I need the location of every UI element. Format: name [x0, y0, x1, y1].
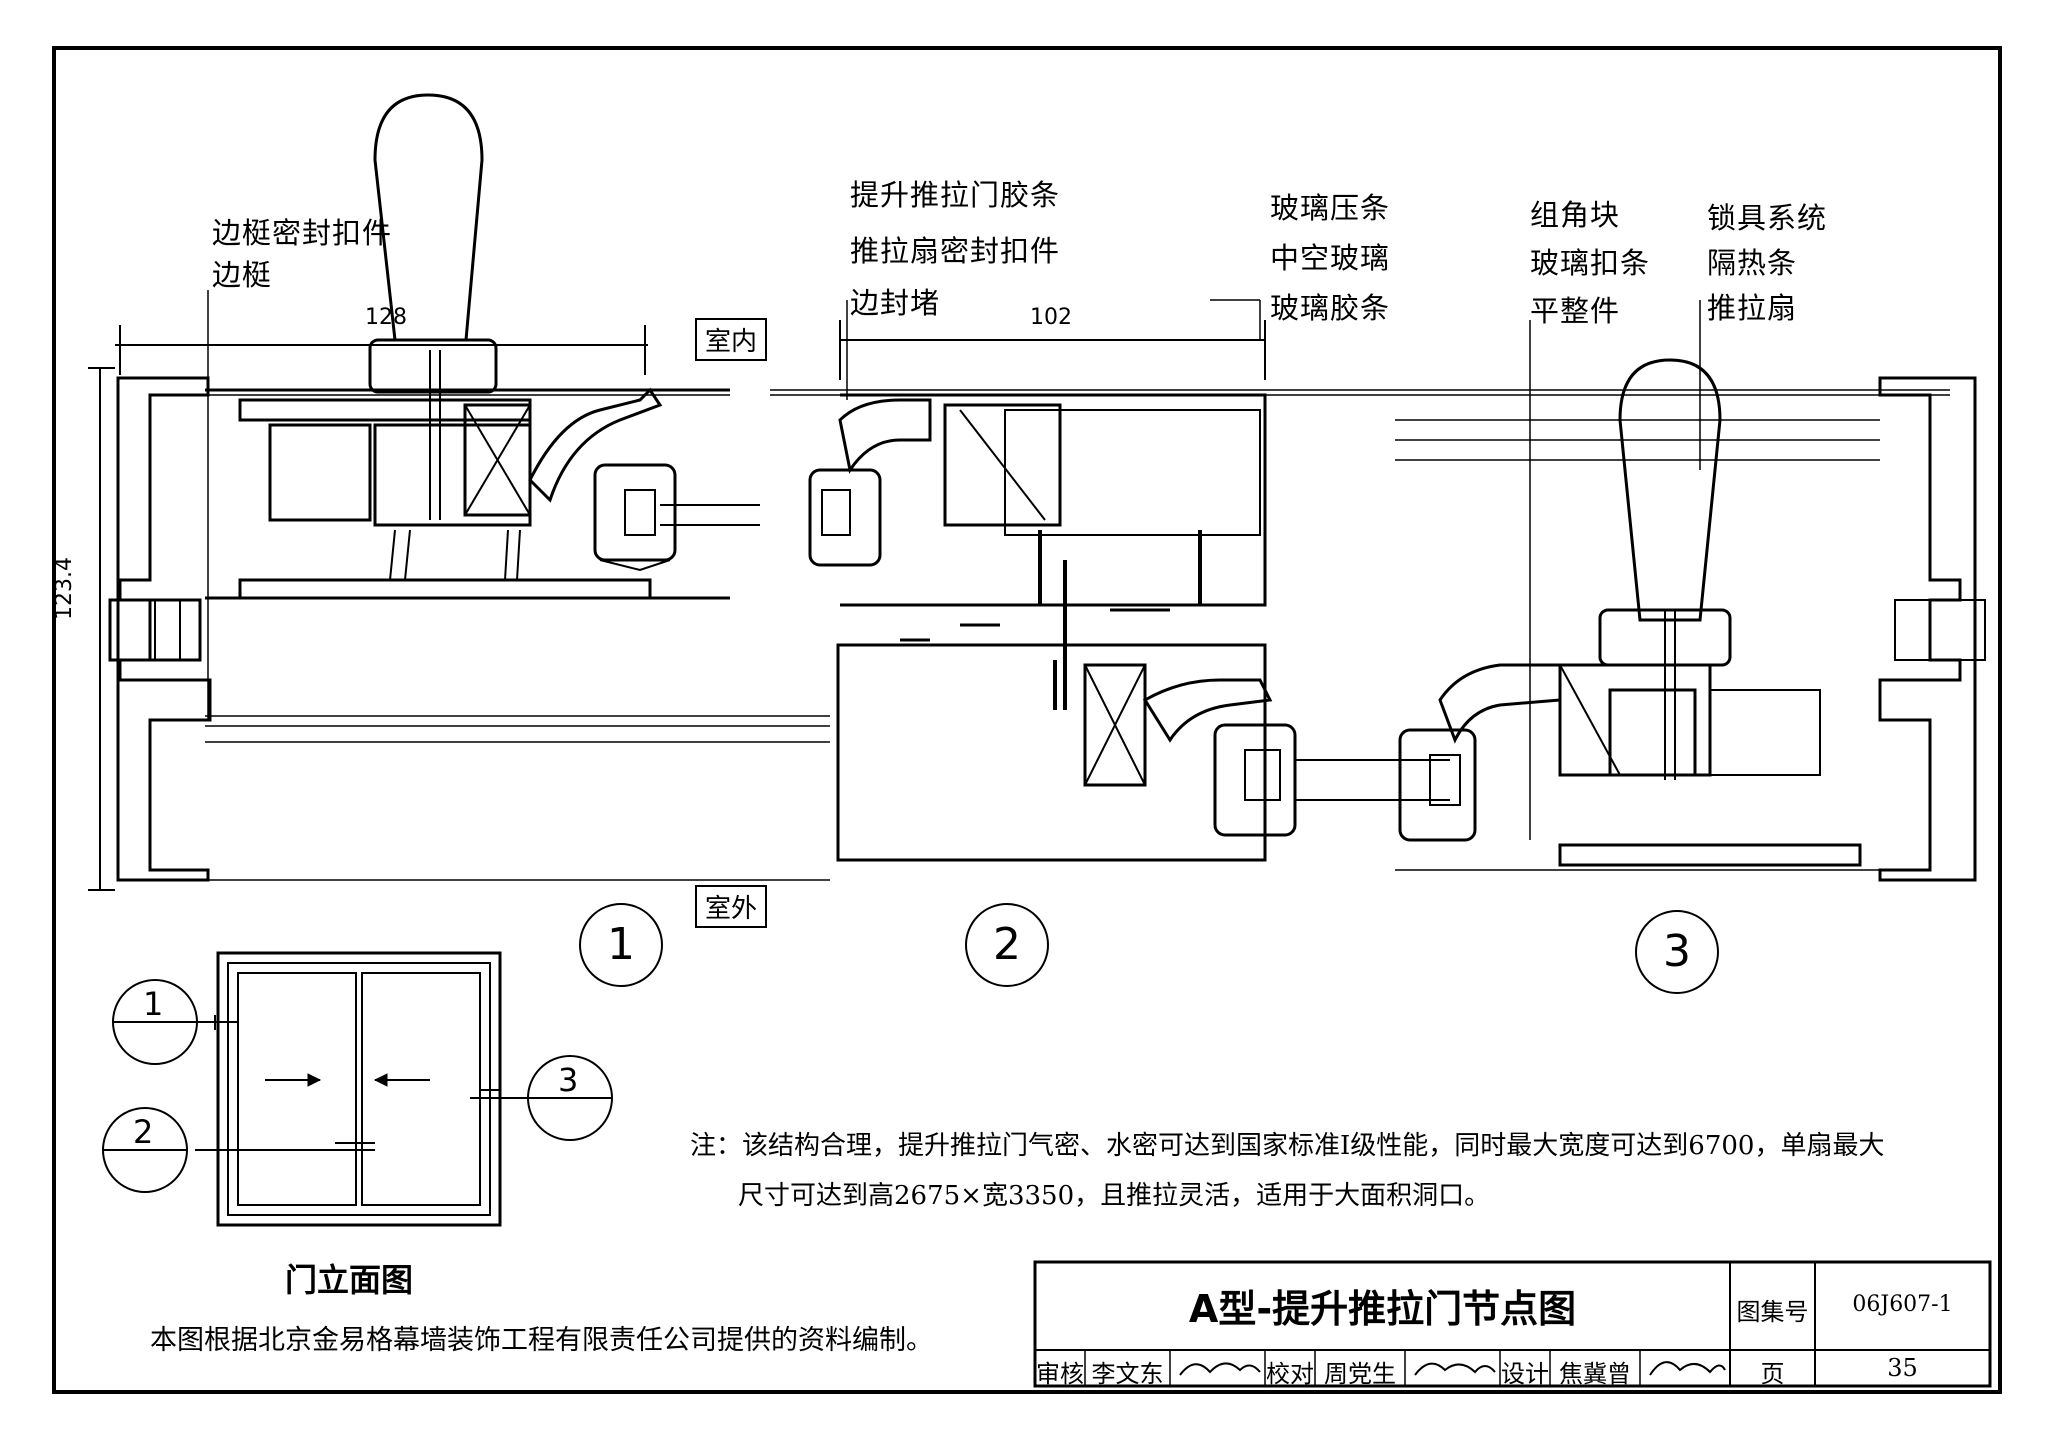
- atlas-label: 图集号: [1736, 1298, 1809, 1326]
- dimension-123-4: 123.4: [52, 557, 77, 620]
- elevation-ref-3: 3: [558, 1061, 579, 1099]
- label-edge-plug: 边封堵: [850, 286, 941, 320]
- label-glass-bead: 玻璃压条: [1270, 191, 1391, 225]
- elevation-ref-1: 1: [143, 985, 164, 1023]
- dimension-102: 102: [1030, 305, 1072, 330]
- label-bianting: 边梃: [212, 258, 273, 292]
- review-label: 审核: [1036, 1360, 1084, 1388]
- note-line-2: 尺寸可达到高2675×宽3350，且推拉灵活，适用于大面积洞口。: [738, 1181, 1491, 1211]
- page-label: 页: [1760, 1360, 1785, 1388]
- node-circle-3: 3: [1635, 910, 1719, 994]
- label-sash-seal: 推拉扇密封扣件: [850, 234, 1061, 268]
- node-circle-2: 2: [965, 903, 1049, 987]
- elevation-ref-2: 2: [133, 1113, 154, 1151]
- dimension-128: 128: [365, 305, 407, 330]
- source-note: 本图根据北京金易格幕墙装饰工程有限责任公司提供的资料编制。: [150, 1325, 933, 1356]
- page-number: 35: [1887, 1354, 1918, 1382]
- label-corner-block: 组角块: [1530, 198, 1621, 232]
- reviewer-name: 李文东: [1091, 1360, 1164, 1388]
- designer-name: 焦冀曾: [1559, 1360, 1631, 1388]
- label-lock-system: 锁具系统: [1707, 201, 1828, 235]
- atlas-number: 06J607-1: [1852, 1292, 1953, 1317]
- node-circle-1: 1: [579, 903, 663, 987]
- drawing-title: A型-提升推拉门节点图: [1188, 1287, 1577, 1331]
- label-leveler: 平整件: [1530, 294, 1621, 328]
- label-lift-strip: 提升推拉门胶条: [850, 178, 1061, 212]
- drawing-frame: [52, 46, 2002, 1394]
- design-label: 设计: [1501, 1360, 1549, 1388]
- label-glass-strip: 玻璃胶条: [1270, 291, 1391, 325]
- label-sliding-sash: 推拉扇: [1707, 291, 1798, 325]
- label-hollow-glass: 中空玻璃: [1270, 241, 1391, 275]
- signature-marks: [1179, 1361, 1726, 1376]
- label-glass-clip: 玻璃扣条: [1530, 246, 1651, 280]
- elevation-outline: [216, 951, 502, 1227]
- handle-right: [1618, 358, 1722, 622]
- label-thermal-break: 隔热条: [1707, 246, 1798, 280]
- room-outdoor: 室外: [695, 885, 768, 928]
- handle-left: [373, 93, 484, 342]
- room-indoor: 室内: [695, 318, 768, 361]
- check-label: 校对: [1266, 1360, 1314, 1388]
- elevation-title: 门立面图: [285, 1261, 414, 1299]
- checker-name: 周党生: [1324, 1360, 1396, 1388]
- label-bianting-seal: 边梃密封扣件: [212, 216, 393, 250]
- note-line-1: 注：该结构合理，提升推拉门气密、水密可达到国家标准Ⅰ级性能，同时最大宽度可达到6…: [690, 1131, 1885, 1161]
